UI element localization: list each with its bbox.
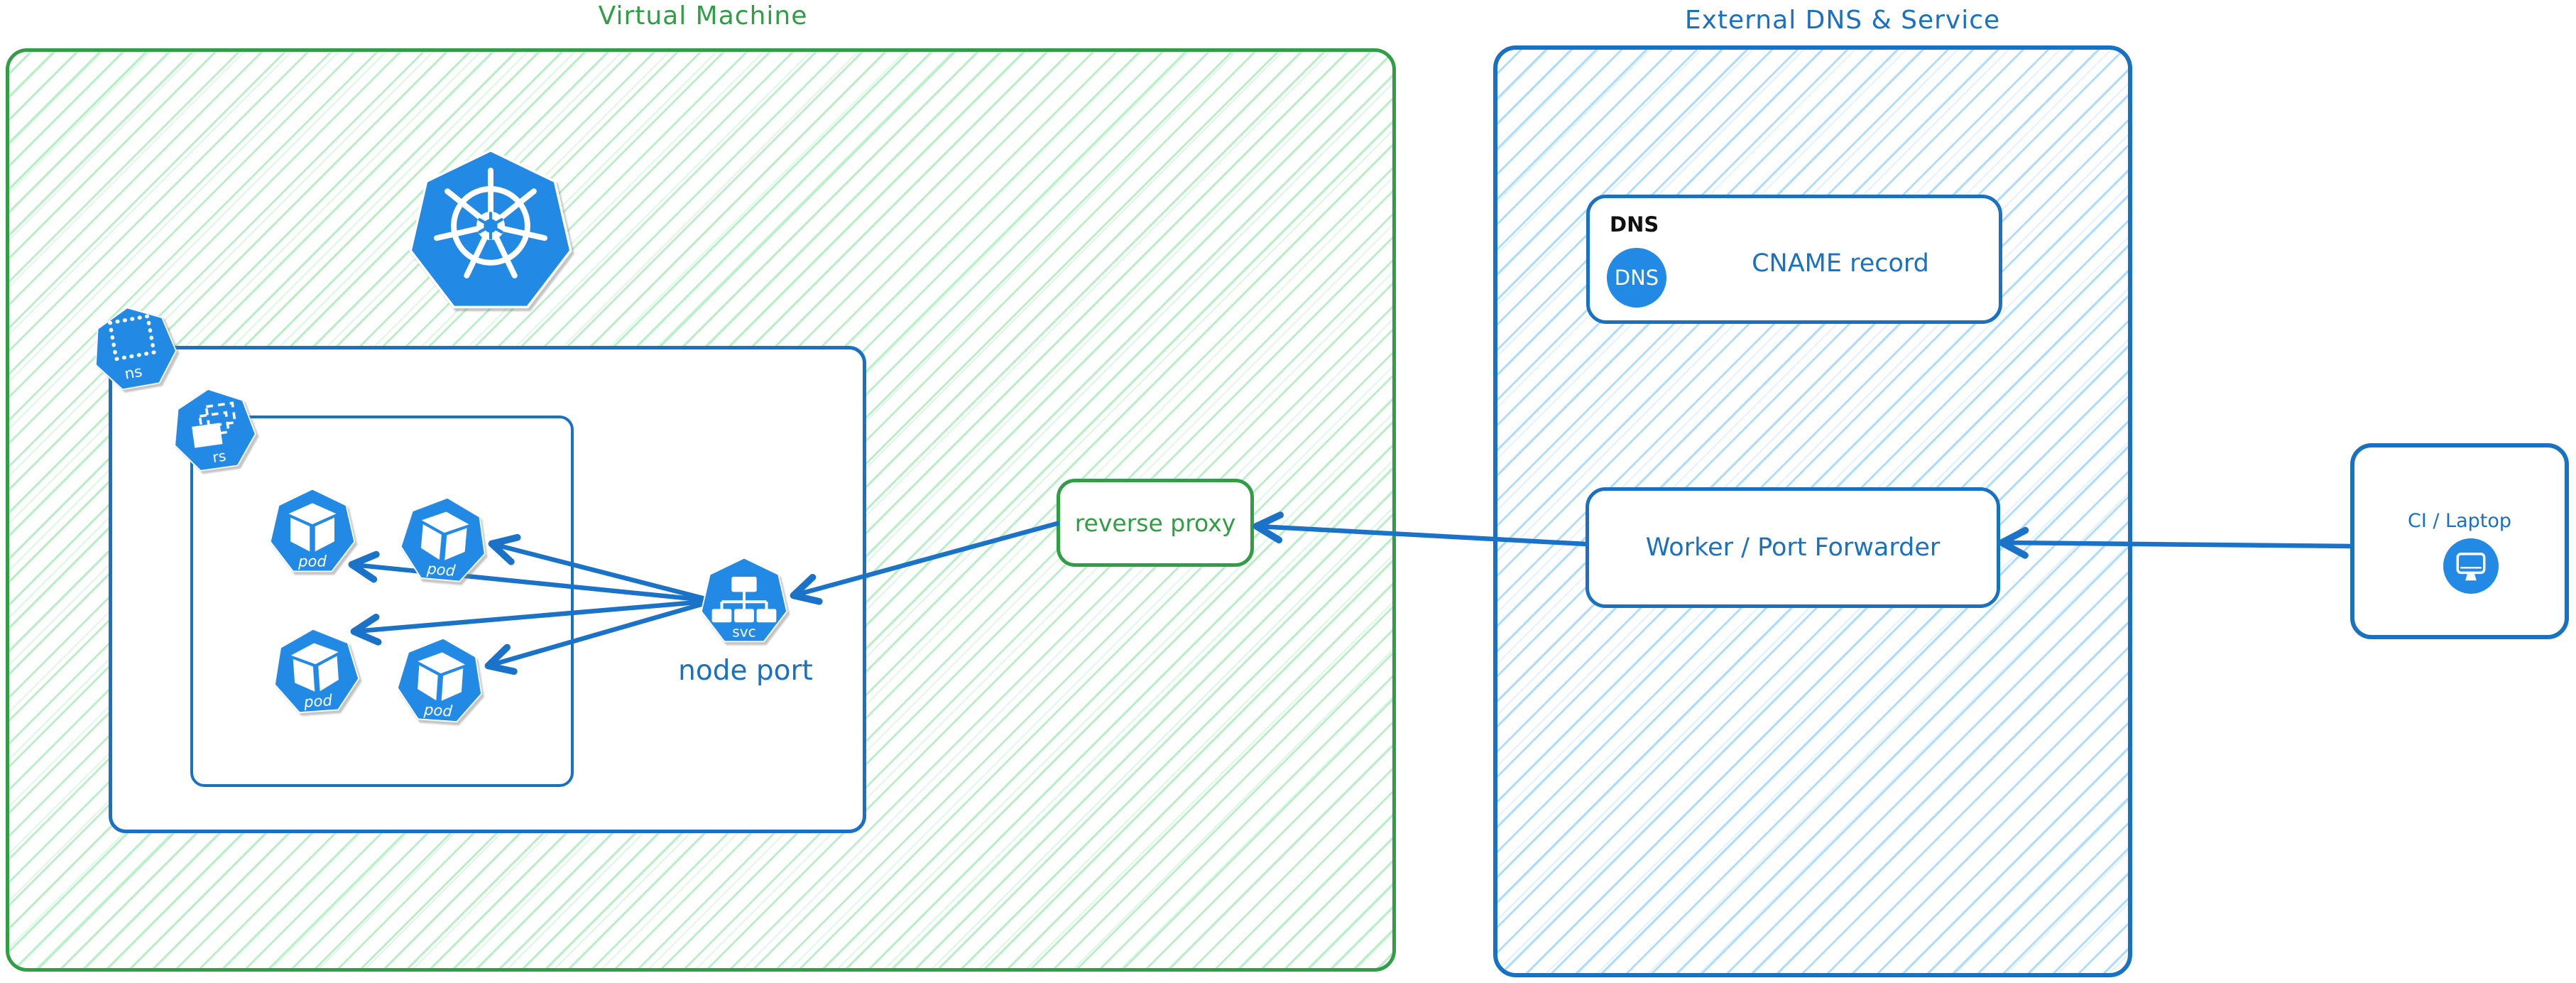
reverse-proxy-box: reverse proxy (1057, 479, 1254, 567)
external-dns-title: External DNS & Service (1684, 6, 2001, 35)
node-port-label: node port (678, 655, 813, 687)
ci-laptop-label: CI / Laptop (2407, 510, 2512, 532)
replicaset-box (190, 416, 574, 787)
dns-icon-text: DNS (1614, 266, 1659, 290)
pod-icon: pod (269, 624, 363, 718)
service-icon: svc (699, 556, 789, 646)
pod-label: pod (298, 553, 327, 570)
kubernetes-logo-icon (407, 146, 574, 315)
ns-label: ns (123, 363, 143, 384)
pod-label: pod (422, 700, 453, 720)
ci-laptop-box: CI / Laptop (2350, 443, 2569, 639)
pod-icon: pod (393, 634, 487, 727)
pod-label: pod (302, 691, 333, 711)
rs-label: rs (212, 447, 227, 466)
pod-icon: pod (396, 492, 491, 587)
virtual-machine-title: Virtual Machine (598, 1, 808, 31)
svc-label: svc (732, 623, 756, 640)
pod-icon: pod (268, 487, 356, 575)
cname-record-box: DNS DNS CNAME record (1586, 195, 2002, 324)
cname-record-label: CNAME record (1752, 249, 1929, 278)
replicaset-icon: rs (165, 381, 263, 478)
pod-label: pod (425, 560, 456, 580)
reverse-proxy-label: reverse proxy (1074, 509, 1236, 537)
namespace-icon: ns (84, 298, 185, 397)
worker-label: Worker / Port Forwarder (1645, 533, 1941, 562)
dns-icon: DNS (1607, 248, 1666, 308)
worker-box: Worker / Port Forwarder (1586, 487, 2000, 608)
monitor-icon (2443, 538, 2499, 594)
dns-tag-label: DNS (1610, 212, 1659, 237)
